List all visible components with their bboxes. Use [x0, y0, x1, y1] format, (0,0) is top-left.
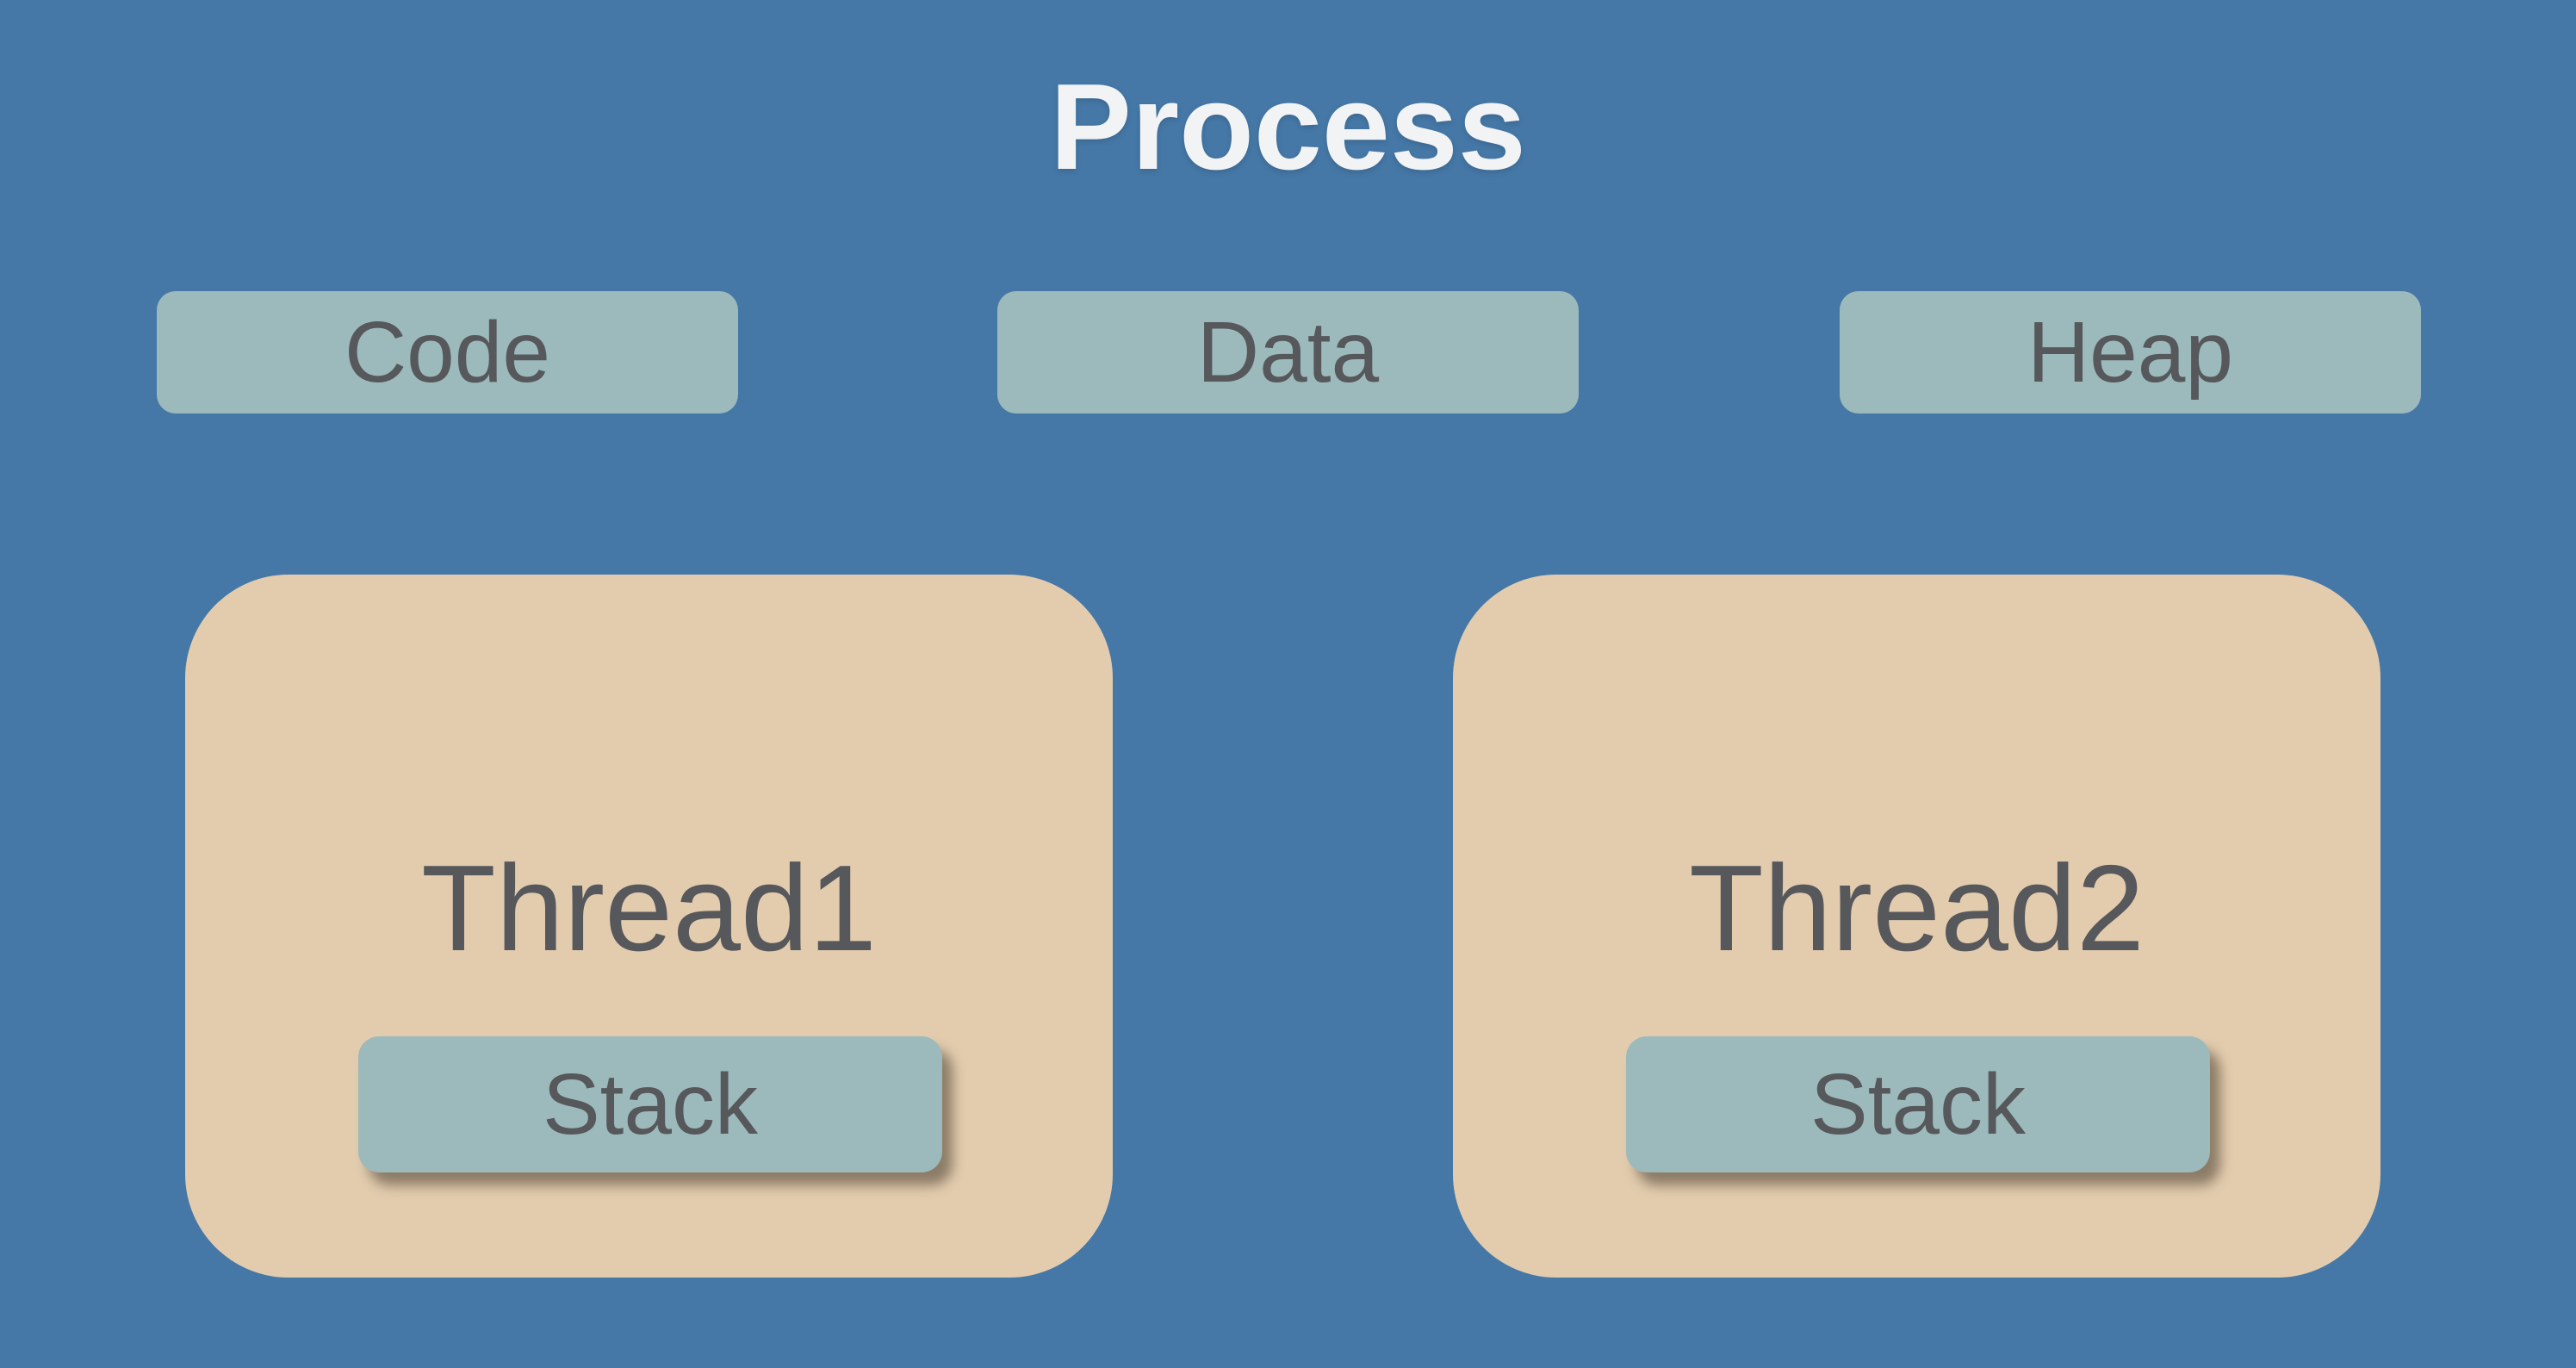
- data-segment-label: Data: [1196, 303, 1380, 401]
- thread1-label: Thread1: [421, 839, 877, 977]
- thread1-stack-box: Stack: [358, 1036, 942, 1172]
- code-segment-box: Code: [157, 291, 738, 414]
- data-segment-box: Data: [997, 291, 1579, 414]
- page-title: Process: [1050, 58, 1526, 196]
- thread2-box: Thread2 Stack: [1453, 575, 2380, 1278]
- thread2-label: Thread2: [1689, 839, 2145, 977]
- code-segment-label: Code: [344, 303, 551, 401]
- heap-segment-box: Heap: [1840, 291, 2421, 414]
- heap-segment-label: Heap: [2027, 303, 2234, 401]
- thread1-stack-label: Stack: [542, 1055, 759, 1153]
- thread2-stack-box: Stack: [1626, 1036, 2210, 1172]
- thread1-box: Thread1 Stack: [185, 575, 1113, 1278]
- thread2-stack-label: Stack: [1809, 1055, 2027, 1153]
